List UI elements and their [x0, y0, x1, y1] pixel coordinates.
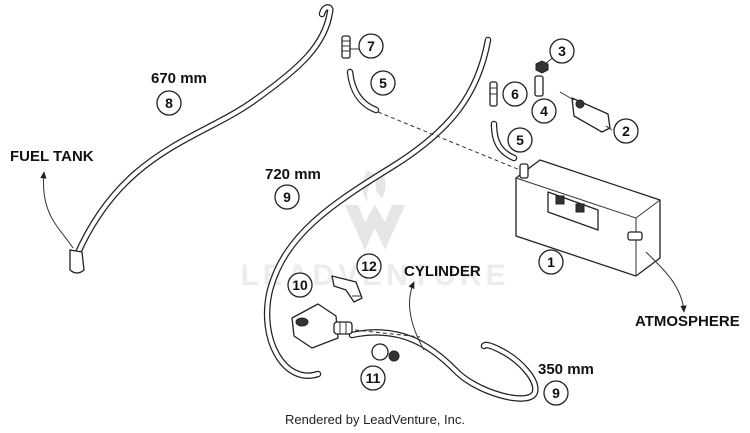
elbow-hose-5-lower	[490, 120, 518, 162]
callout-8: 8	[156, 90, 182, 116]
hose-350mm	[348, 329, 539, 402]
callout-7: 7	[358, 33, 384, 59]
label-atmosphere: ATMOSPHERE	[635, 313, 740, 330]
hose-670mm	[69, 4, 334, 274]
svg-text:12: 12	[361, 258, 377, 274]
svg-text:5: 5	[516, 132, 524, 148]
plug-11	[371, 343, 400, 362]
svg-text:3: 3	[558, 43, 566, 59]
callout-5-lower: 5	[507, 127, 533, 153]
svg-text:4: 4	[540, 103, 548, 119]
callout-11: 11	[360, 365, 386, 391]
charcoal-canister-1	[515, 159, 661, 277]
callout-4: 4	[531, 98, 557, 124]
svg-text:9: 9	[552, 385, 560, 401]
label-fuel-tank: FUEL TANK	[10, 148, 94, 165]
fitting-6	[489, 81, 498, 107]
bracket-2	[559, 91, 611, 133]
callout-10: 10	[287, 272, 313, 298]
callout-3: 3	[549, 38, 575, 64]
label-length-720mm: 720 mm	[265, 166, 321, 183]
svg-text:11: 11	[366, 370, 381, 386]
svg-text:2: 2	[622, 123, 630, 139]
direction-arrows	[40, 171, 687, 351]
elbow-hose-5-upper	[346, 68, 380, 114]
hose-720mm	[263, 36, 492, 379]
callout-6: 6	[502, 81, 528, 107]
svg-text:9: 9	[283, 189, 291, 205]
svg-text:5: 5	[379, 75, 387, 91]
svg-text:8: 8	[165, 95, 173, 111]
callout-9-lower: 9	[543, 380, 569, 406]
svg-text:10: 10	[292, 277, 308, 293]
label-length-350mm: 350 mm	[538, 361, 594, 378]
callout-1: 1	[538, 249, 564, 275]
label-cylinder: CYLINDER	[404, 263, 481, 280]
fitting-7	[341, 35, 351, 59]
svg-text:6: 6	[511, 86, 519, 102]
callout-5-upper: 5	[370, 70, 396, 96]
svg-text:1: 1	[547, 254, 555, 270]
callout-12: 12	[356, 253, 382, 279]
valve-10	[291, 303, 353, 349]
bolt-4	[534, 75, 544, 97]
svg-text:7: 7	[367, 38, 375, 54]
callout-2: 2	[613, 118, 639, 144]
footer-credit: Rendered by LeadVenture, Inc.	[285, 412, 465, 427]
label-length-670mm: 670 mm	[151, 70, 207, 87]
callout-9-upper: 9	[274, 184, 300, 210]
